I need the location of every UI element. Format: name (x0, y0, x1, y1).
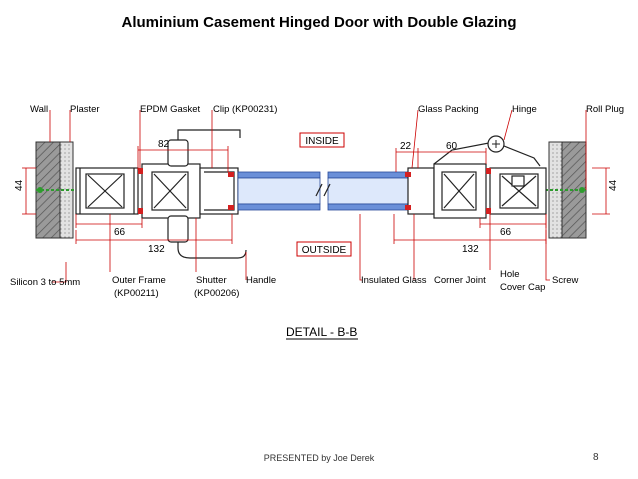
label-cover-cap: Cover Cap (500, 282, 545, 293)
handle (167, 129, 247, 259)
label-outer-frame-code: (KP00211) (114, 288, 159, 299)
label-epdm-gasket: EPDM Gasket (140, 104, 201, 115)
dim-right-height: 44 (608, 179, 619, 191)
label-handle: Handle (246, 275, 276, 286)
outside-label: OUTSIDE (302, 245, 347, 256)
insulated-glass (237, 171, 409, 211)
dim-left-height: 44 (14, 179, 25, 191)
right-roll-plug (545, 187, 586, 193)
leader-lines (49, 109, 587, 283)
dim-right-132: 132 (462, 244, 479, 255)
page-number: 8 (593, 452, 599, 463)
label-insulated-glass: Insulated Glass (361, 275, 427, 286)
left-epdm-gasket (138, 168, 234, 214)
right-epdm-gasket (405, 168, 491, 214)
label-plaster: Plaster (70, 104, 100, 115)
label-glass-packing: Glass Packing (418, 104, 479, 115)
inside-label: INSIDE (305, 136, 339, 147)
dim-right-22: 22 (400, 141, 412, 152)
label-shutter-code: (KP00206) (194, 288, 239, 299)
dim-right-60: 60 (446, 141, 458, 152)
label-hole: Hole (500, 269, 520, 280)
label-outer-frame: Outer Frame (112, 275, 166, 286)
dim-left-66: 66 (114, 227, 126, 238)
label-screw: Screw (552, 275, 579, 286)
label-hinge: Hinge (512, 104, 537, 115)
footer-presenter: PRESENTED by Joe Derek (263, 453, 375, 463)
dim-left-82: 82 (158, 139, 170, 150)
label-clip: Clip (KP00231) (213, 104, 277, 115)
right-shutter (407, 163, 487, 219)
label-wall: Wall (30, 104, 48, 115)
left-shutter (141, 163, 239, 219)
label-silicon: Silicon 3 to 5mm (10, 277, 80, 288)
hinge (433, 135, 541, 167)
right-outer-frame (489, 167, 547, 215)
dim-right-66: 66 (500, 227, 512, 238)
outside-box (296, 241, 352, 257)
inside-box (299, 132, 345, 148)
dim-left-132: 132 (148, 244, 165, 255)
dimension-lines (22, 146, 610, 244)
label-shutter: Shutter (196, 275, 227, 286)
left-outer-frame (75, 167, 139, 215)
label-corner-joint: Corner Joint (434, 275, 486, 286)
left-roll-plug (36, 187, 80, 193)
page-title: Aluminium Casement Hinged Door with Doub… (121, 14, 517, 31)
detail-caption: DETAIL - B-B (286, 325, 357, 339)
label-roll-plug: Roll Plug (586, 104, 624, 115)
